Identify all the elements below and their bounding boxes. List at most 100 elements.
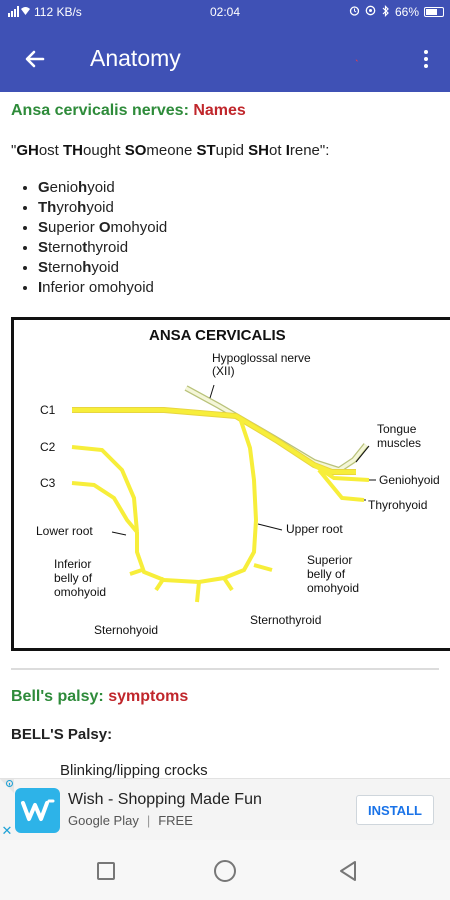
mnemonic-part: rene": xyxy=(289,142,330,159)
superior-belly-label-3: omohyoid xyxy=(307,581,359,595)
muscle-name-part: Th xyxy=(38,199,57,216)
muscle-name-part: hyroid xyxy=(87,239,129,256)
muscle-name-part: terno xyxy=(48,259,83,276)
muscle-name-part: yoid xyxy=(91,259,119,276)
mnemonic-part: " xyxy=(11,142,17,159)
hypoglossal-label-2: (XII) xyxy=(212,364,235,378)
net-speed: 112 KB/s xyxy=(34,5,82,19)
tongue-label-1: Tongue xyxy=(377,422,417,436)
ad-store-name: Google Play xyxy=(68,813,139,828)
alarm-icon xyxy=(349,5,360,19)
recent-apps-icon[interactable] xyxy=(97,862,115,880)
ad-close-icon[interactable]: ✕ xyxy=(1,823,13,838)
thyrohyoid-label: Thyrohyoid xyxy=(368,498,427,512)
dot xyxy=(424,64,428,68)
c2-label: C2 xyxy=(40,440,56,454)
muscle-item: Thyrohyoid xyxy=(38,198,167,218)
muscle-name-part: yro xyxy=(56,199,78,216)
muscle-name-part: yoid xyxy=(86,199,114,216)
muscle-item: Geniohyoid xyxy=(38,178,167,198)
ad-store-info: Google Play | FREE xyxy=(68,813,193,828)
sternohyoid-label: Sternohyoid xyxy=(94,623,158,637)
muscle-item: Inferior omohyoid xyxy=(38,278,167,298)
bells-subtitle: BELL'S Palsy: xyxy=(11,726,112,743)
hypoglossal-label-1: Hypoglossal nerve xyxy=(212,351,311,365)
status-right: 66% xyxy=(349,4,444,20)
mnemonic-part: I xyxy=(285,142,290,159)
muscle-name-part: S xyxy=(38,219,49,236)
mnemonic-part: upid xyxy=(215,142,249,159)
muscle-name-part: S xyxy=(38,239,49,256)
heading-topic: Bell's palsy: xyxy=(11,688,104,705)
ad-info-icon[interactable] xyxy=(0,779,14,793)
mnemonic-text: "GHost THought SOmeone STupid SHot Irene… xyxy=(11,142,329,159)
muscle-name-part: nferior omohyoid xyxy=(42,279,154,296)
battery-icon xyxy=(424,7,444,17)
muscle-item: Superior Omohyoid xyxy=(38,218,167,238)
mnemonic-part: ST xyxy=(196,142,216,159)
mnemonic-part: SH xyxy=(248,142,270,159)
muscle-name-part: enio xyxy=(49,179,79,196)
status-left: 112 KB/s xyxy=(8,5,82,20)
ad-banner[interactable]: ✕ Wish - Shopping Made Fun Google Play|F… xyxy=(0,778,450,840)
muscle-name-part: t xyxy=(82,239,88,256)
article-content[interactable]: Ansa cervicalis nerves: Names "GHost THo… xyxy=(0,92,450,778)
arrow-left-icon xyxy=(25,50,45,68)
mnemonic-part: TH xyxy=(63,142,84,159)
inferior-belly-label-1: Inferior xyxy=(54,557,91,571)
overflow-menu-button[interactable] xyxy=(416,44,436,74)
muscle-name-part: G xyxy=(38,179,50,196)
ad-price: FREE xyxy=(158,813,193,828)
mnemonic-part: ought xyxy=(83,142,125,159)
muscle-name-part: yoid xyxy=(87,179,115,196)
mnemonic-part: GH xyxy=(16,142,39,159)
ansa-cervicalis-diagram: ANSA CERVICALIS xyxy=(11,317,450,651)
diagram-title: ANSA CERVICALIS xyxy=(149,327,286,344)
muscle-name-part: S xyxy=(38,259,49,276)
tongue-label-2: muscles xyxy=(377,436,421,450)
lower-root-label: Lower root xyxy=(36,524,93,538)
inferior-belly-label-3: omohyoid xyxy=(54,585,106,599)
cut-off-line: Blinking/lipping crocks xyxy=(60,762,208,778)
muscle-name-part: uperior xyxy=(48,219,99,236)
battery-percent: 66% xyxy=(394,5,419,19)
mnemonic-part: SO xyxy=(124,142,147,159)
nav-back-icon[interactable] xyxy=(338,860,358,882)
sternothyroid-label: Sternothyroid xyxy=(250,613,321,627)
muscle-name-part: I xyxy=(38,279,43,296)
bells-bold: BELL'S Palsy: xyxy=(11,726,113,743)
muscle-name-part: h xyxy=(77,199,87,216)
heading-subtopic: symptoms xyxy=(108,688,189,705)
muscle-item: Sternothyroid xyxy=(38,238,167,258)
signal-icon xyxy=(8,5,30,20)
status-bar: 112 KB/s 02:04 66% xyxy=(0,0,450,24)
muscle-name-part: h xyxy=(82,259,92,276)
section-heading-ansa: Ansa cervicalis nerves: Names xyxy=(11,102,246,120)
dot xyxy=(424,50,428,54)
superior-belly-label-1: Superior xyxy=(307,553,352,567)
inferior-belly-label-2: belly of xyxy=(54,571,93,585)
muscle-name-part: h xyxy=(78,179,88,196)
home-icon[interactable] xyxy=(214,860,236,882)
mnemonic-part: ost xyxy=(38,142,64,159)
back-button[interactable] xyxy=(20,44,50,74)
muscle-name-part: mohyoid xyxy=(110,219,168,236)
mnemonic-part: meone xyxy=(146,142,197,159)
red-mark: ˎ xyxy=(355,48,359,62)
install-button[interactable]: INSTALL xyxy=(356,795,434,825)
mnemonic-part: ot xyxy=(269,142,286,159)
wish-logo xyxy=(15,788,60,833)
geniohyoid-label: Geniohyoid xyxy=(379,473,440,487)
superior-belly-label-2: belly of xyxy=(307,567,346,581)
ad-separator: | xyxy=(146,813,151,828)
bluetooth-icon xyxy=(381,4,390,20)
muscle-item: Sternohyoid xyxy=(38,258,167,278)
system-nav-bar xyxy=(0,840,450,900)
dot xyxy=(424,57,428,61)
heading-topic: Ansa cervicalis nerves: xyxy=(11,102,189,119)
section-heading-bells: Bell's palsy: symptoms xyxy=(11,688,188,706)
upper-root-label: Upper root xyxy=(286,522,343,536)
muscle-list: GeniohyoidThyrohyoidSuperior OmohyoidSte… xyxy=(38,178,167,298)
c3-label: C3 xyxy=(40,476,56,490)
c1-label: C1 xyxy=(40,403,56,417)
